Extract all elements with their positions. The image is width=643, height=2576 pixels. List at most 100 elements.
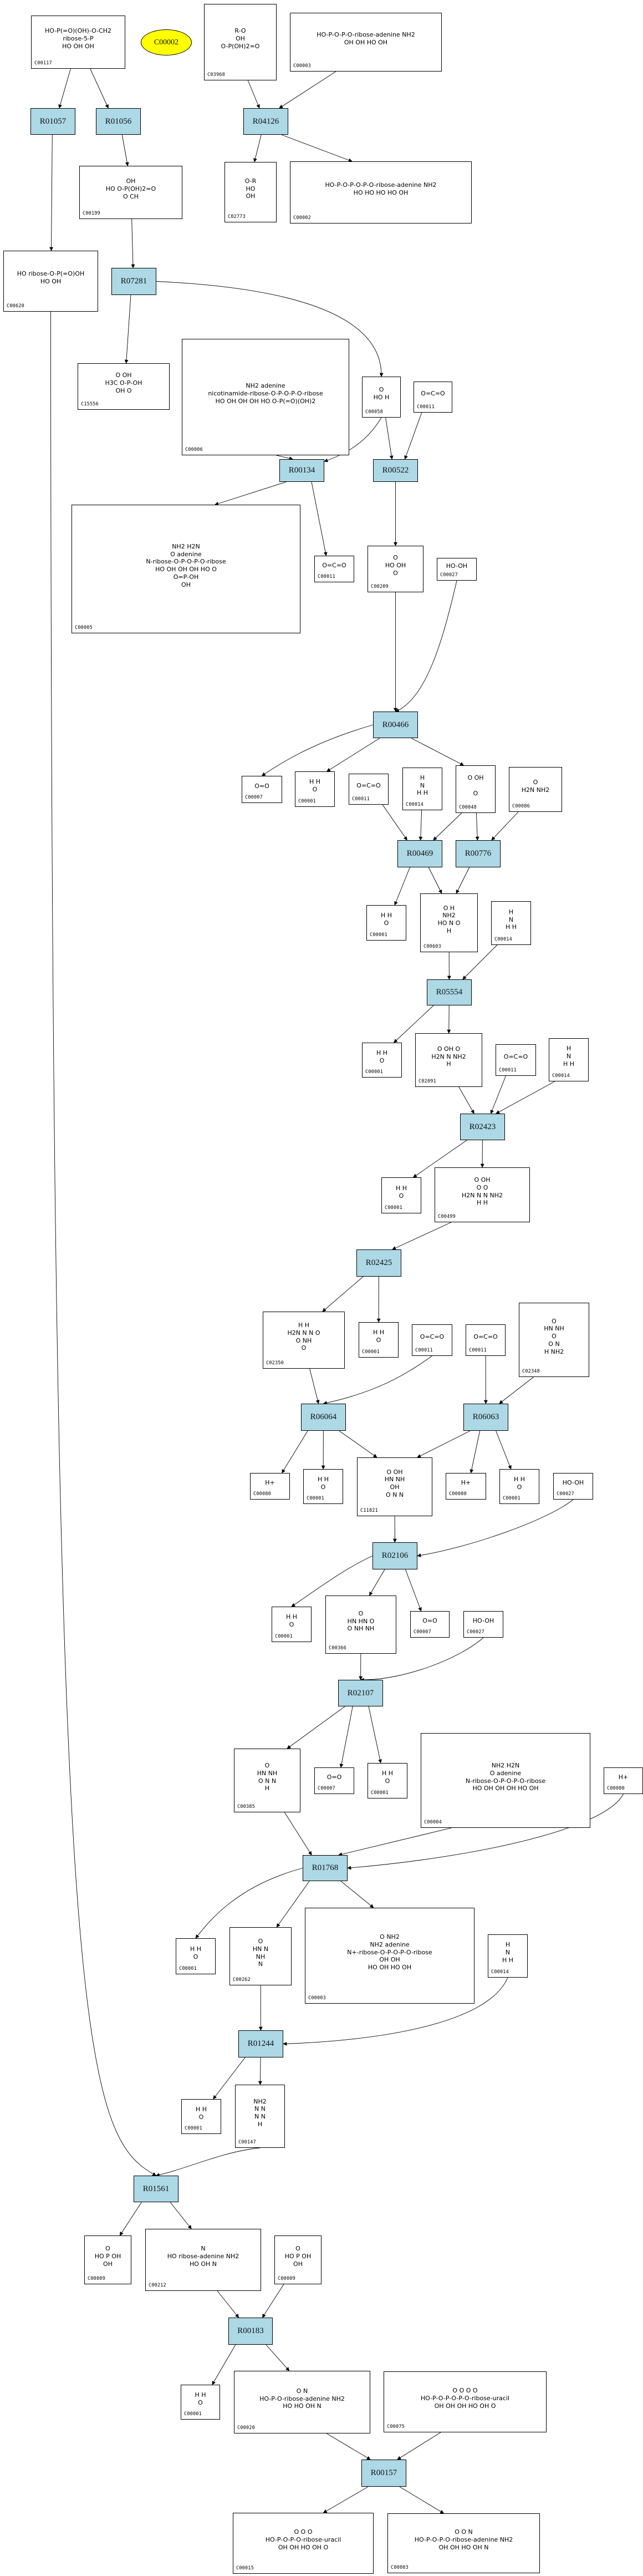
reaction-r00469[interactable]: R00469 <box>397 840 442 867</box>
reaction-r01057[interactable]: R01057 <box>30 108 75 135</box>
reaction-r01056[interactable]: R01056 <box>96 108 141 135</box>
reaction-r01561[interactable]: R01561 <box>134 2176 178 2202</box>
structure-diagram: H H O <box>513 1475 525 1491</box>
compound-c00004[interactable]: NH2 H2N O adenine N-ribose-O-P-O-P-O-rib… <box>421 1733 590 1828</box>
highlighted-compound-c00002[interactable]: C00002 <box>141 29 192 55</box>
compound-c00002[interactable]: HO-P-O-P-O-P-O-ribose-adenine NH2 HO HO … <box>290 161 472 223</box>
structure-diagram: HO-OH <box>562 1479 584 1487</box>
compound-c00003[interactable]: HO-P-O-P-O-ribose-adenine NH2 OH OH HO O… <box>290 13 442 72</box>
compound-c00080[interactable]: H+C00080 <box>250 1473 290 1500</box>
reaction-r00776[interactable]: R00776 <box>456 840 501 867</box>
compound-c00003[interactable]: O NH2 NH2 adenine N+-ribose-O-P-O-P-O-ri… <box>305 1908 474 2004</box>
compound-c00003[interactable]: O O N HO-P-O-P-O-ribose-adenine NH2 OH O… <box>387 2513 540 2573</box>
compound-c00075[interactable]: O O O O HO-P-O-P-O-P-O-ribose-uracil OH … <box>384 2371 547 2432</box>
structure-diagram: O HO H <box>373 386 390 401</box>
reaction-r02106[interactable]: R02106 <box>372 1542 417 1569</box>
compound-c00015[interactable]: O O O HO-P-O-P-O-ribose-uracil OH OH HO … <box>233 2513 374 2574</box>
reaction-r02425[interactable]: R02425 <box>356 1249 401 1277</box>
edge-r06063-to-c00001g <box>496 1430 512 1470</box>
compound-id-label: C00027 <box>467 1629 484 1635</box>
reaction-r01244[interactable]: R01244 <box>238 2030 283 2057</box>
compound-c00080[interactable]: H+C00080 <box>604 1767 643 1794</box>
structure-diagram: O H NH2 HO N O H <box>437 904 461 934</box>
compound-id-label: C00014 <box>552 1073 570 1079</box>
edge-r02106-to-c00366 <box>369 1569 385 1596</box>
structure-diagram: H H O <box>317 1475 329 1491</box>
reaction-r07281[interactable]: R07281 <box>111 268 156 295</box>
reaction-r00466[interactable]: R00466 <box>373 712 418 738</box>
reaction-r04126[interactable]: R04126 <box>243 108 288 135</box>
reaction-r06064[interactable]: R06064 <box>301 1404 346 1431</box>
reaction-r02423[interactable]: R02423 <box>460 1114 505 1140</box>
compound-id-label: C00014 <box>491 1969 509 1975</box>
reaction-r06063[interactable]: R06063 <box>463 1404 508 1431</box>
compound-c00005[interactable]: NH2 H2N O adenine N-ribose-O-P-O-P-O-rib… <box>72 505 300 633</box>
reaction-r00522[interactable]: R00522 <box>373 459 418 482</box>
compound-c00006[interactable]: NH2 adenine nicotinamide-ribose-O-P-O-P-… <box>182 339 349 455</box>
structure-diagram: O HN NH O O N H NH2 <box>544 1317 564 1355</box>
compound-id-label: C00011 <box>415 1348 433 1353</box>
reaction-r00157[interactable]: R00157 <box>361 2460 406 2487</box>
reaction-r00134[interactable]: R00134 <box>279 459 324 482</box>
reaction-r00183[interactable]: R00183 <box>228 2318 273 2345</box>
edge-r00183-to-c00020 <box>266 2344 290 2371</box>
reaction-r05554[interactable]: R05554 <box>427 979 472 1005</box>
reaction-r02107[interactable]: R02107 <box>338 1680 383 1706</box>
reaction-r01768[interactable]: R01768 <box>303 1855 348 1881</box>
compound-c00020[interactable]: O N HO-P-O-ribose-adenine NH2 HO HO OH N… <box>234 2371 370 2433</box>
compound-c00080[interactable]: H+C00080 <box>446 1473 486 1500</box>
compound-id-label: C00007 <box>245 795 263 800</box>
